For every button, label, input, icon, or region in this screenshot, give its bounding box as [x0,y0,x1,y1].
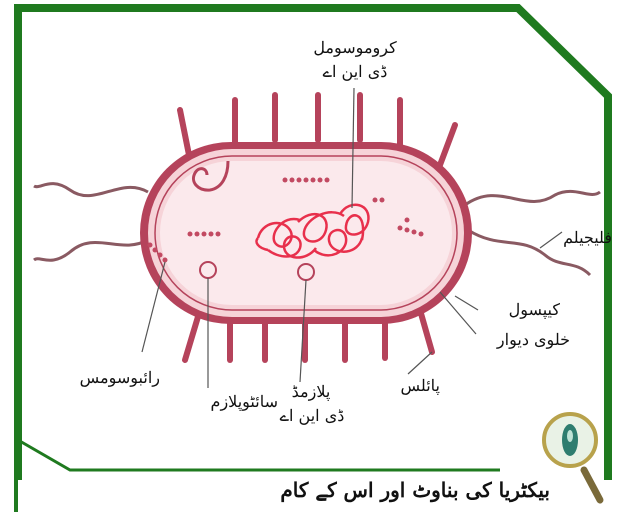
frame-inner-line [18,440,500,470]
flagellum-left-2 [34,240,148,260]
ribosome [188,232,193,237]
pilus [180,110,190,160]
ribosome [412,230,417,235]
label-cell-wall: خلوی دیوار [480,330,570,350]
ribosome [153,248,158,253]
ribosome [373,198,378,203]
leader-pilus [408,352,432,374]
flagellum-left-1 [34,184,148,196]
label-plasmid: پلازمڈ [266,382,356,402]
ribosome [398,226,403,231]
ribosome [405,218,410,223]
diagram-title: بیکٹریا کی بناوٹ اور اس کے کام [230,478,550,502]
ribosome [195,232,200,237]
ribosome [202,232,207,237]
ribosome [209,232,214,237]
label-capsule: کیپسول [480,300,560,320]
flagellum-right-1 [465,191,600,205]
ribosome [163,258,168,263]
ribosome [290,178,295,183]
ribosome [216,232,221,237]
leader-capsule [455,296,478,310]
label-plasmid-dna: ڈی این اے [262,406,362,426]
ribosome [148,243,153,248]
label-pilus: پائلس [370,376,440,396]
ribosome [380,198,385,203]
label-ribosomes: رائبوسومس [60,368,160,388]
ribosome [297,178,302,183]
ribosome [419,232,424,237]
ribosome [318,178,323,183]
ribosome [158,253,163,258]
label-flagellum: فلیجیلم [532,228,612,248]
pilus [420,310,432,352]
label-chromosomal-dna: ڈی این اے [305,62,405,82]
ribosome [405,228,410,233]
ribosome [283,178,288,183]
ribosome [325,178,330,183]
ribosome [311,178,316,183]
ribosome [304,178,309,183]
label-chromosomal: کروموسومل [300,38,410,58]
pilus [440,125,455,165]
